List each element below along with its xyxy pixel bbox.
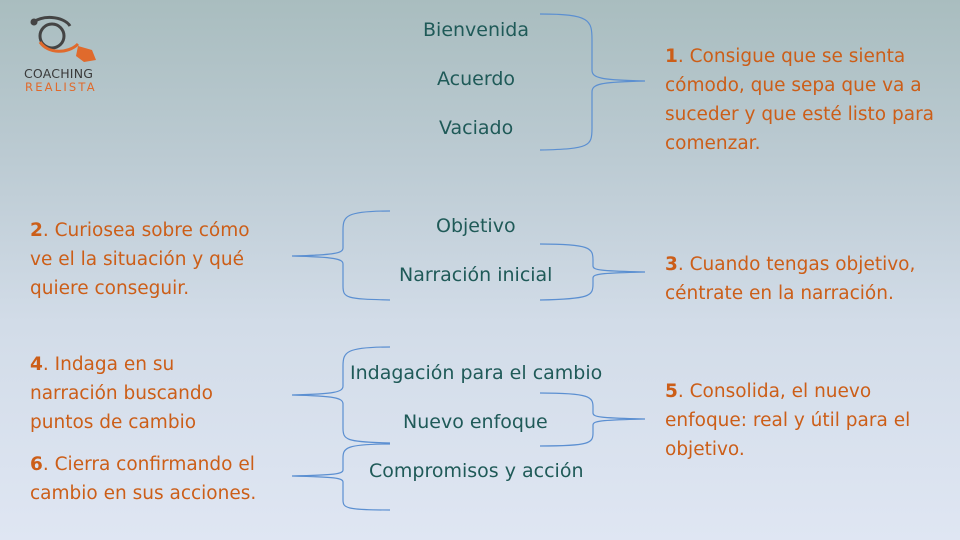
logo-mark-icon [30, 16, 96, 62]
brace-group-4 [291, 346, 391, 444]
brace-group-3 [539, 243, 646, 301]
description-2: 2. Curiosea sobre cómo ve el la situació… [30, 220, 250, 299]
description-1: 1. Consigue que se sienta cómodo, que se… [665, 46, 935, 154]
logo-text-coaching: COACHING [24, 66, 94, 81]
description-5: 5. Consolida, el nuevo enfoque: real y ú… [665, 381, 911, 460]
step-indagacion: Indagación para el cambio [350, 362, 603, 384]
step-acuerdo: Acuerdo [437, 68, 516, 90]
step-nuevo-enfoque: Nuevo enfoque [403, 411, 548, 433]
brace-group-5 [539, 392, 646, 447]
logo: COACHING REALISTA [20, 12, 110, 96]
description-4: 4. Indaga en su narración buscando punto… [30, 354, 213, 433]
brace-group-2 [291, 210, 391, 301]
brace-group-6 [291, 443, 391, 511]
brace-group-1 [539, 13, 646, 151]
step-compromisos: Compromisos y acción [369, 460, 584, 482]
logo-text-realista: REALISTA [25, 80, 97, 94]
step-narracion-inicial: Narración inicial [399, 264, 553, 286]
step-objetivo: Objetivo [436, 215, 516, 237]
step-vaciado: Vaciado [439, 117, 514, 139]
step-bienvenida: Bienvenida [423, 19, 530, 41]
description-3: 3. Cuando tengas objetivo, céntrate en l… [665, 254, 916, 304]
description-6: 6. Cierra confirmando el cambio en sus a… [30, 454, 257, 504]
